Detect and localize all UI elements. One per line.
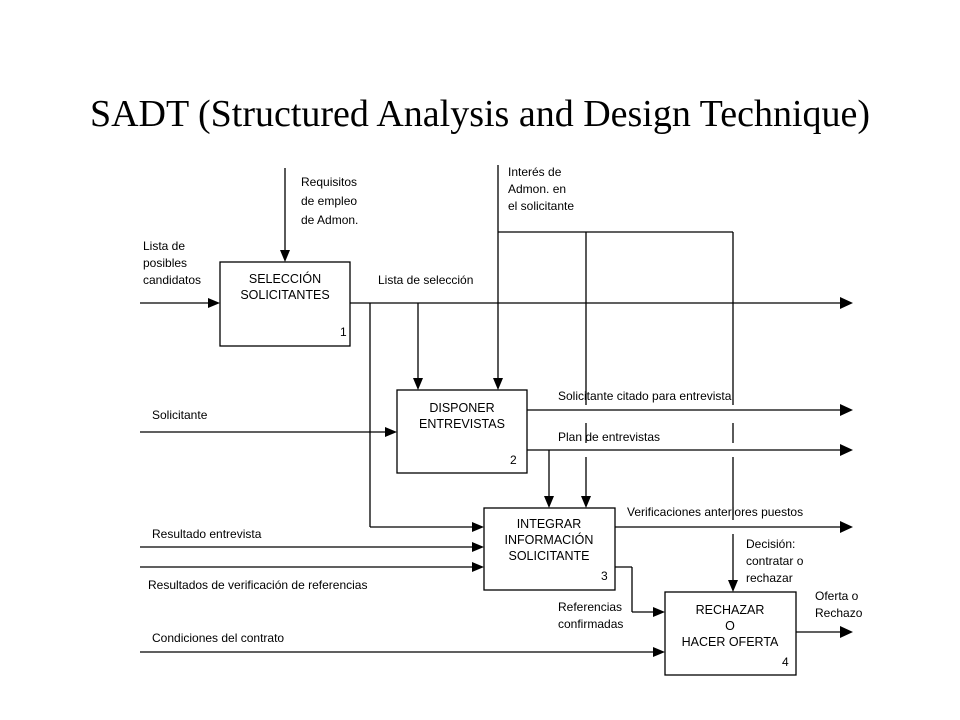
label-decision-line-3: rechazar <box>746 571 793 585</box>
label-solicitante: Solicitante <box>152 408 208 422</box>
box-3-line-2: INFORMACIÓN <box>505 532 594 547</box>
box-4-line-2: O <box>725 619 735 633</box>
arrow-lista-candidatos <box>140 298 220 308</box>
arrow-solicitante <box>140 427 397 437</box>
box-2-number: 2 <box>510 453 517 467</box>
box-integrar-informacion: INTEGRAR INFORMACIÓN SOLICITANTE 3 <box>483 507 616 591</box>
label-lista-candidatos-line-1: Lista de <box>143 239 185 253</box>
arrow-requisitos <box>280 168 290 262</box>
label-lista-candidatos-line-3: candidatos <box>143 273 201 287</box>
label-requisitos-line-3: de Admon. <box>301 213 358 227</box>
label-interes-line-3: el solicitante <box>508 199 574 213</box>
arrow-oferta <box>796 626 853 638</box>
label-requisitos-line-1: Requisitos <box>301 175 357 189</box>
box-rechazar-hacer-oferta: RECHAZAR O HACER OFERTA 4 <box>664 591 797 676</box>
slide-title: SADT (Structured Analysis and Design Tec… <box>89 93 871 135</box>
label-solicitante-citado: Solicitante citado para entrevista <box>558 389 732 403</box>
box-3-line-1: INTEGRAR <box>517 517 582 531</box>
arrow-plan-entrevistas <box>527 444 853 508</box>
arrow-lista-seleccion <box>350 297 853 532</box>
label-resultado-entrevista: Resultado entrevista <box>152 527 262 541</box>
label-decision-line-2: contratar o <box>746 554 804 568</box>
label-interes-line-2: Admon. en <box>508 182 566 196</box>
box-4-line-1: RECHAZAR <box>696 603 765 617</box>
box-2-line-2: ENTREVISTAS <box>419 417 505 431</box>
label-interes: Interés de Admon. en el solicitante <box>508 165 574 213</box>
label-plan-entrevistas: Plan de entrevistas <box>558 430 660 444</box>
label-decision-line-1: Decisión: <box>746 537 795 551</box>
label-referencias: Referencias confirmadas <box>558 600 623 631</box>
label-requisitos-line-2: de empleo <box>301 194 357 208</box>
box-1-line-2: SOLICITANTES <box>240 288 329 302</box>
label-requisitos: Requisitos de empleo de Admon. <box>301 175 358 227</box>
box-4-line-3: HACER OFERTA <box>682 635 779 649</box>
arrow-solicitante-citado <box>527 404 853 416</box>
label-lista-candidatos-line-2: posibles <box>143 256 187 270</box>
arrow-resultados-verificacion <box>140 562 484 572</box>
arrow-interes <box>493 165 738 592</box>
label-referencias-line-2: confirmadas <box>558 617 623 631</box>
box-1-line-1: SELECCIÓN <box>249 271 321 286</box>
label-condiciones: Condiciones del contrato <box>152 631 284 645</box>
label-oferta: Oferta o Rechazo <box>815 589 863 620</box>
label-referencias-line-1: Referencias <box>558 600 622 614</box>
label-lista-seleccion: Lista de selección <box>378 273 473 287</box>
label-interes-line-1: Interés de <box>508 165 562 179</box>
box-4-number: 4 <box>782 655 789 669</box>
box-1-number: 1 <box>340 325 347 339</box>
box-2-line-1: DISPONER <box>429 401 494 415</box>
arrow-resultado-entrevista <box>140 542 484 552</box>
label-verificaciones: Verificaciones anteriores puestos <box>627 505 803 519</box>
label-oferta-line-1: Oferta o <box>815 589 859 603</box>
box-3-line-3: SOLICITANTE <box>508 549 589 563</box>
box-seleccion-solicitantes: SELECCIÓN SOLICITANTES 1 <box>219 261 351 347</box>
arrow-condiciones <box>140 647 665 657</box>
label-lista-candidatos: Lista de posibles candidatos <box>143 239 201 287</box>
label-decision: Decisión: contratar o rechazar <box>746 537 804 585</box>
arrow-referencias <box>615 566 665 617</box>
box-3-number: 3 <box>601 569 608 583</box>
box-disponer-entrevistas: DISPONER ENTREVISTAS 2 <box>396 389 528 474</box>
arrow-verificaciones <box>615 521 853 533</box>
label-oferta-line-2: Rechazo <box>815 606 863 620</box>
label-resultados-verificacion: Resultados de verificación de referencia… <box>148 578 367 592</box>
